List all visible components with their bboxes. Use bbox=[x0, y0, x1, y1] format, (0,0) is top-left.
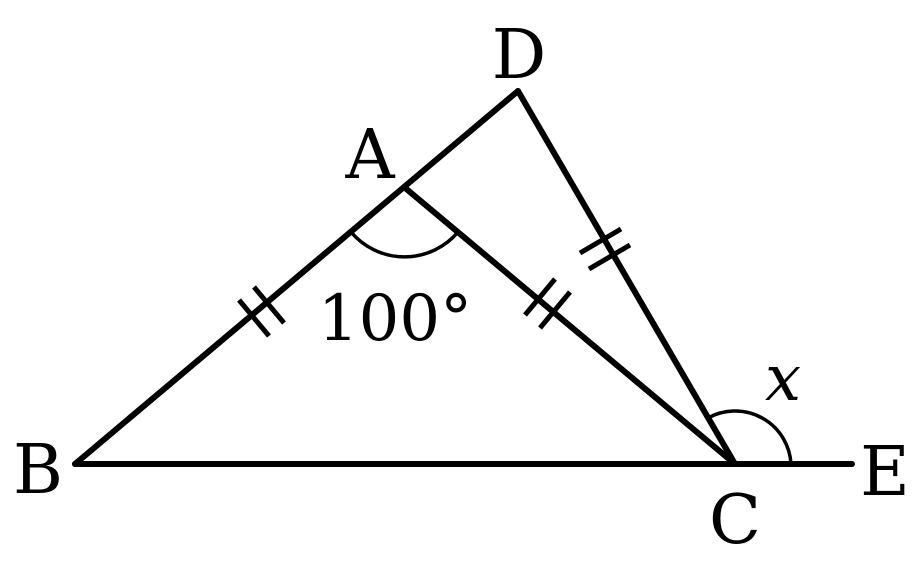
segment-dc bbox=[515, 88, 738, 467]
point-label-e: E bbox=[860, 433, 910, 512]
point-label-c: C bbox=[709, 481, 761, 560]
segment-ba bbox=[72, 184, 407, 467]
angle-arc-x bbox=[707, 409, 793, 465]
point-label-b: B bbox=[13, 431, 63, 510]
point-label-a: A bbox=[344, 116, 395, 195]
tick-marks-ac bbox=[523, 277, 572, 330]
angle-label-a: 100° bbox=[318, 282, 472, 356]
angle-label-x: x bbox=[765, 342, 801, 416]
point-label-d: D bbox=[492, 16, 547, 95]
segment-ad bbox=[401, 88, 521, 190]
tick-marks-ab bbox=[237, 285, 286, 338]
angle-arc-a bbox=[349, 230, 460, 259]
tick-marks-dc bbox=[578, 226, 632, 272]
